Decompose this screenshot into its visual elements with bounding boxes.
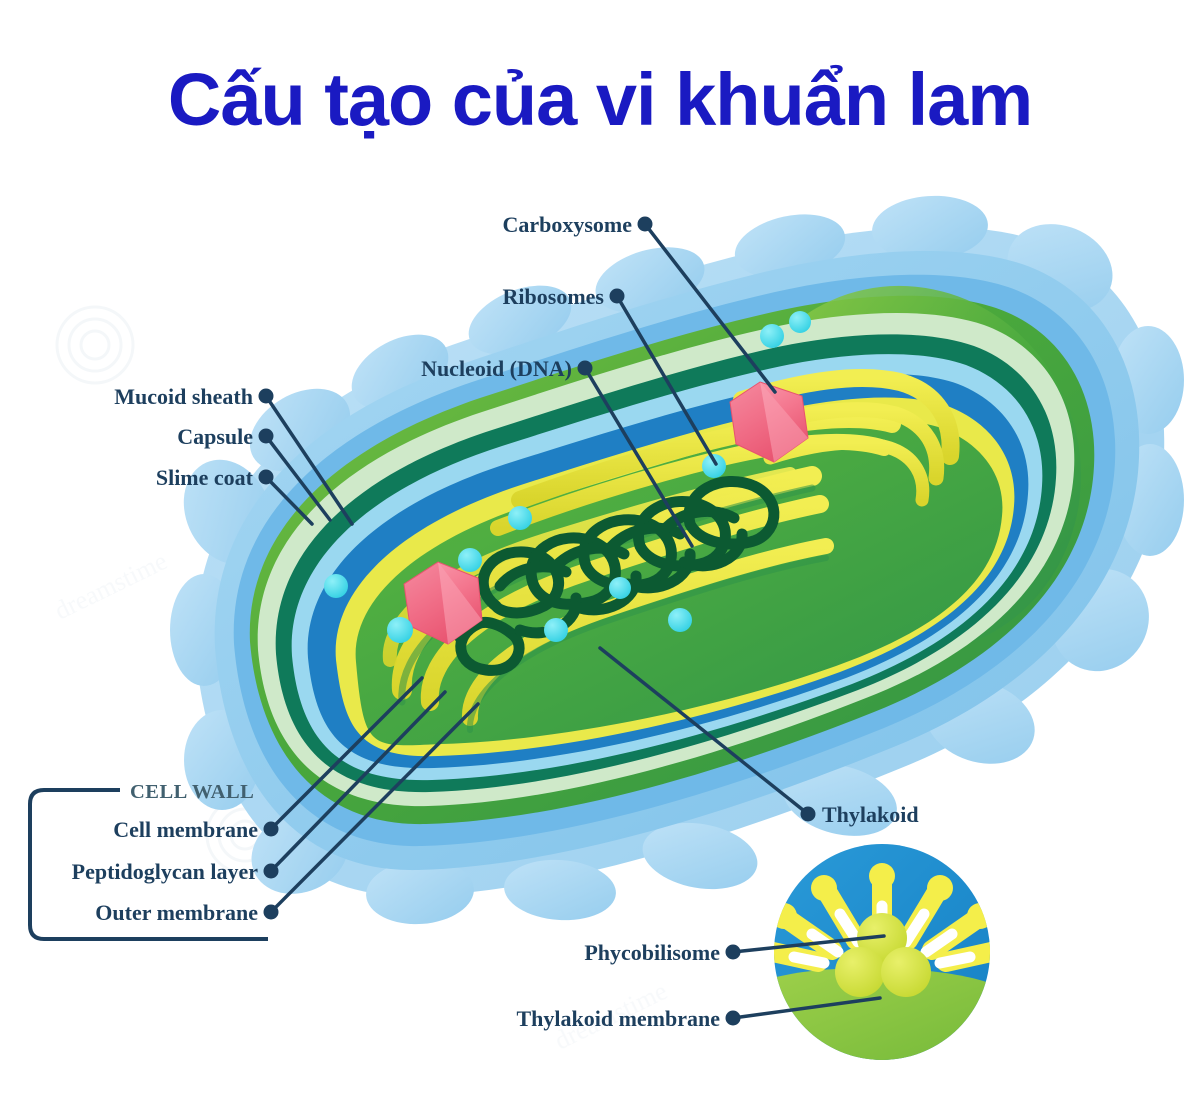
- dot-cellmem: [263, 821, 279, 837]
- ribosome: [387, 617, 413, 643]
- leader-ribosomes: [615, 294, 718, 466]
- ribosome: [324, 574, 348, 598]
- leader-nucleoid: [583, 366, 694, 548]
- ribosome: [458, 548, 482, 572]
- thylakoid-band: [763, 436, 930, 507]
- dot-phycobilisome: [725, 944, 741, 960]
- cell-wall-bracket: [28, 788, 268, 941]
- dot-thylakoid: [800, 806, 816, 822]
- carboxysome-2: [729, 381, 809, 463]
- dot-ribosomes: [609, 288, 625, 304]
- cyanobacteria-cell: [170, 195, 1184, 925]
- carboxysome-1: [403, 561, 483, 645]
- ribosome: [508, 506, 532, 530]
- label-cell-membrane: Cell membrane: [113, 817, 258, 842]
- phycobilisome-core: [835, 913, 931, 997]
- ribosome: [609, 577, 631, 599]
- label-peptidoglycan-layer: Peptidoglycan layer: [72, 859, 259, 884]
- leader-thylakoid: [598, 646, 810, 816]
- leader-outermem: [269, 702, 480, 914]
- label-nucleoid: Nucleoid (DNA): [421, 356, 572, 381]
- label-ribosomes: Ribosomes: [503, 284, 605, 309]
- ribosome: [544, 618, 568, 642]
- dot-slime: [258, 469, 274, 485]
- leader-peptido: [269, 690, 447, 873]
- ribosome-group: [324, 311, 811, 643]
- ribosome: [702, 454, 726, 478]
- label-thylakoid: Thylakoid: [822, 802, 919, 827]
- thylakoid-band: [733, 369, 960, 465]
- dot-carboxysome: [637, 216, 653, 232]
- thylakoid-inset: [774, 844, 990, 1060]
- page-title: Cấu tạo của vi khuẩn lam: [168, 58, 1032, 141]
- leader-slime: [264, 475, 314, 526]
- label-slime-coat: Slime coat: [156, 465, 254, 490]
- dot-capsule: [258, 428, 274, 444]
- ribosome: [789, 311, 811, 333]
- dot-thylakoid-membrane: [725, 1010, 741, 1026]
- leader-cellmem: [269, 676, 424, 831]
- leader-phycobilisome: [731, 934, 886, 954]
- leader-carboxysome: [643, 222, 777, 394]
- label-mucoid-sheath: Mucoid sheath: [114, 384, 253, 409]
- thylakoid-band: [391, 466, 822, 700]
- dot-nucleoid: [577, 360, 593, 376]
- leader-thylakoid-membrane: [731, 996, 882, 1020]
- label-cell-wall: CELL WALL: [130, 781, 254, 803]
- leader-mucoid: [264, 394, 354, 526]
- svg-text:dreamstime: dreamstime: [50, 546, 172, 625]
- dot-peptido: [263, 863, 279, 879]
- label-carboxysome: Carboxysome: [502, 212, 632, 237]
- leader-lines: [264, 222, 886, 1020]
- dot-mucoid: [258, 388, 274, 404]
- label-phycobilisome: Phycobilisome: [584, 940, 720, 965]
- label-capsule: Capsule: [177, 424, 253, 449]
- label-outer-membrane: Outer membrane: [95, 900, 258, 925]
- dot-outermem: [263, 904, 279, 920]
- label-thylakoid-membrane: Thylakoid membrane: [516, 1006, 720, 1031]
- leader-dots: [258, 216, 816, 1026]
- thylakoid-band: [511, 410, 901, 509]
- ribosome: [668, 608, 692, 632]
- leader-capsule: [264, 434, 332, 522]
- ribosome: [760, 324, 784, 348]
